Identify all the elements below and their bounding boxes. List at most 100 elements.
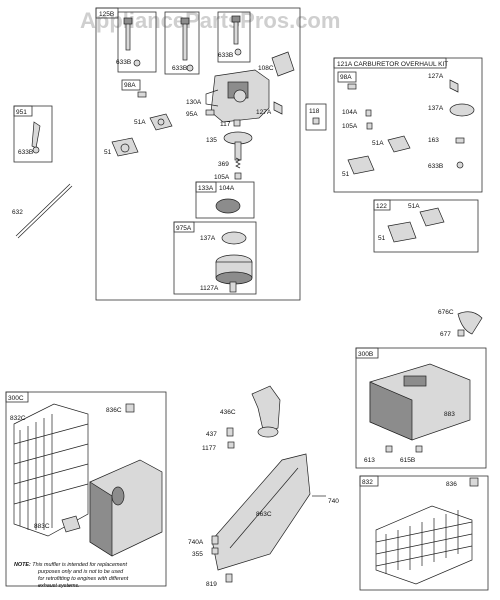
part-615B [415, 445, 423, 453]
muffler-883C [89, 459, 163, 557]
needle-screw-2 [180, 17, 190, 61]
diaphragm-137A-main [221, 231, 247, 245]
part-951 [31, 121, 41, 149]
spring-369 [235, 157, 241, 169]
label-104A-main: 104A [219, 185, 235, 192]
part-133A-bowl [215, 198, 241, 214]
label-437: 437 [206, 431, 217, 438]
label-819: 819 [206, 581, 217, 588]
box-122 [373, 199, 479, 253]
box-122-tag [373, 199, 391, 211]
box-118-title: 118 [309, 108, 320, 115]
label-117: 117 [220, 121, 231, 128]
box-98A-kit [337, 71, 357, 83]
o-ring-3 [234, 48, 242, 56]
box-98A-main [121, 79, 141, 91]
box-122-title: 122 [376, 203, 387, 210]
part-163 [455, 137, 465, 144]
guard-832C [13, 403, 89, 537]
gasket-883C [61, 515, 81, 533]
label-51-kit: 51 [342, 171, 350, 178]
box-125B [95, 7, 301, 301]
box-sub-3 [217, 11, 251, 63]
box-118 [305, 103, 327, 131]
part-819 [225, 573, 233, 583]
label-51-main: 51 [104, 149, 112, 156]
part-1127A [229, 281, 237, 293]
box-sub-2 [164, 11, 200, 75]
label-613: 613 [364, 457, 375, 464]
box-121A-tag [333, 57, 447, 69]
o-ring-1 [133, 59, 141, 67]
carburetor-body [205, 69, 270, 123]
note-line-4: exhaust systems. [38, 583, 80, 589]
label-633B-951: 633B [18, 149, 33, 156]
box-975A-tag [173, 221, 195, 233]
label-104A-kit: 104A [342, 109, 358, 116]
part-613 [385, 445, 393, 453]
box-832-title: 832 [362, 479, 373, 486]
label-633B-2: 633B [172, 65, 187, 72]
gasket-51A-122 [419, 207, 445, 227]
part-740A [211, 535, 219, 545]
label-740A: 740A [188, 539, 204, 546]
label-127A-main: 127A [256, 109, 272, 116]
part-98A-main [137, 91, 147, 98]
gasket-51-kit [347, 155, 375, 175]
part-104A-kit [365, 109, 372, 117]
needle-screw-3 [231, 15, 241, 45]
part-105A-kit [366, 122, 373, 130]
box-975A [173, 221, 257, 295]
label-836C: 836C [106, 407, 122, 414]
part-355 [211, 547, 219, 555]
label-863C: 863C [256, 511, 272, 518]
box-300B [355, 347, 487, 469]
box-98A-main-title: 98A [124, 82, 136, 89]
label-137A-kit: 137A [428, 105, 444, 112]
box-300B-tag [355, 347, 379, 359]
label-832C: 832C [10, 415, 26, 422]
gasket-51-122 [387, 221, 417, 243]
label-105A-main: 105A [214, 174, 230, 181]
part-108C [271, 51, 295, 77]
o-ring-kit [456, 161, 464, 169]
part-676C [457, 311, 483, 335]
part-836 [469, 477, 479, 487]
box-832-tag [359, 475, 379, 487]
label-1127A: 1127A [200, 285, 219, 292]
box-832 [359, 475, 489, 591]
box-951 [13, 105, 53, 163]
box-sub-1 [117, 11, 157, 73]
part-118 [312, 117, 320, 125]
label-1177: 1177 [202, 445, 216, 452]
label-51A-main: 51A [134, 119, 146, 126]
box-951-tag [13, 105, 33, 117]
part-127A-kit [449, 79, 459, 93]
label-51-122: 51 [378, 235, 386, 242]
part-98A-kit [347, 83, 357, 90]
part-437 [226, 427, 234, 437]
box-98A-kit-title: 98A [340, 74, 352, 81]
part-105A-main [234, 172, 242, 180]
muffler-300B [369, 363, 471, 441]
label-108C: 108C [258, 65, 274, 72]
link-632 [15, 183, 71, 237]
box-951-title: 951 [16, 109, 27, 116]
label-632: 632 [12, 209, 23, 216]
gasket-51A-kit [387, 135, 411, 153]
label-51A-122: 51A [408, 203, 420, 210]
label-883: 883 [444, 411, 455, 418]
shield-863C [211, 453, 311, 571]
o-ring-951 [32, 146, 40, 154]
part-677 [457, 329, 465, 337]
label-740: 740 [328, 498, 339, 505]
elbow-436C [251, 385, 281, 438]
box-133A-title: 133A [198, 185, 214, 192]
o-ring-2 [186, 64, 194, 72]
label-163: 163 [428, 137, 439, 144]
guard-832 [375, 505, 473, 585]
label-633B-1: 633B [116, 59, 131, 66]
diaphragm-137A-kit [449, 103, 475, 117]
box-300C [5, 391, 167, 587]
